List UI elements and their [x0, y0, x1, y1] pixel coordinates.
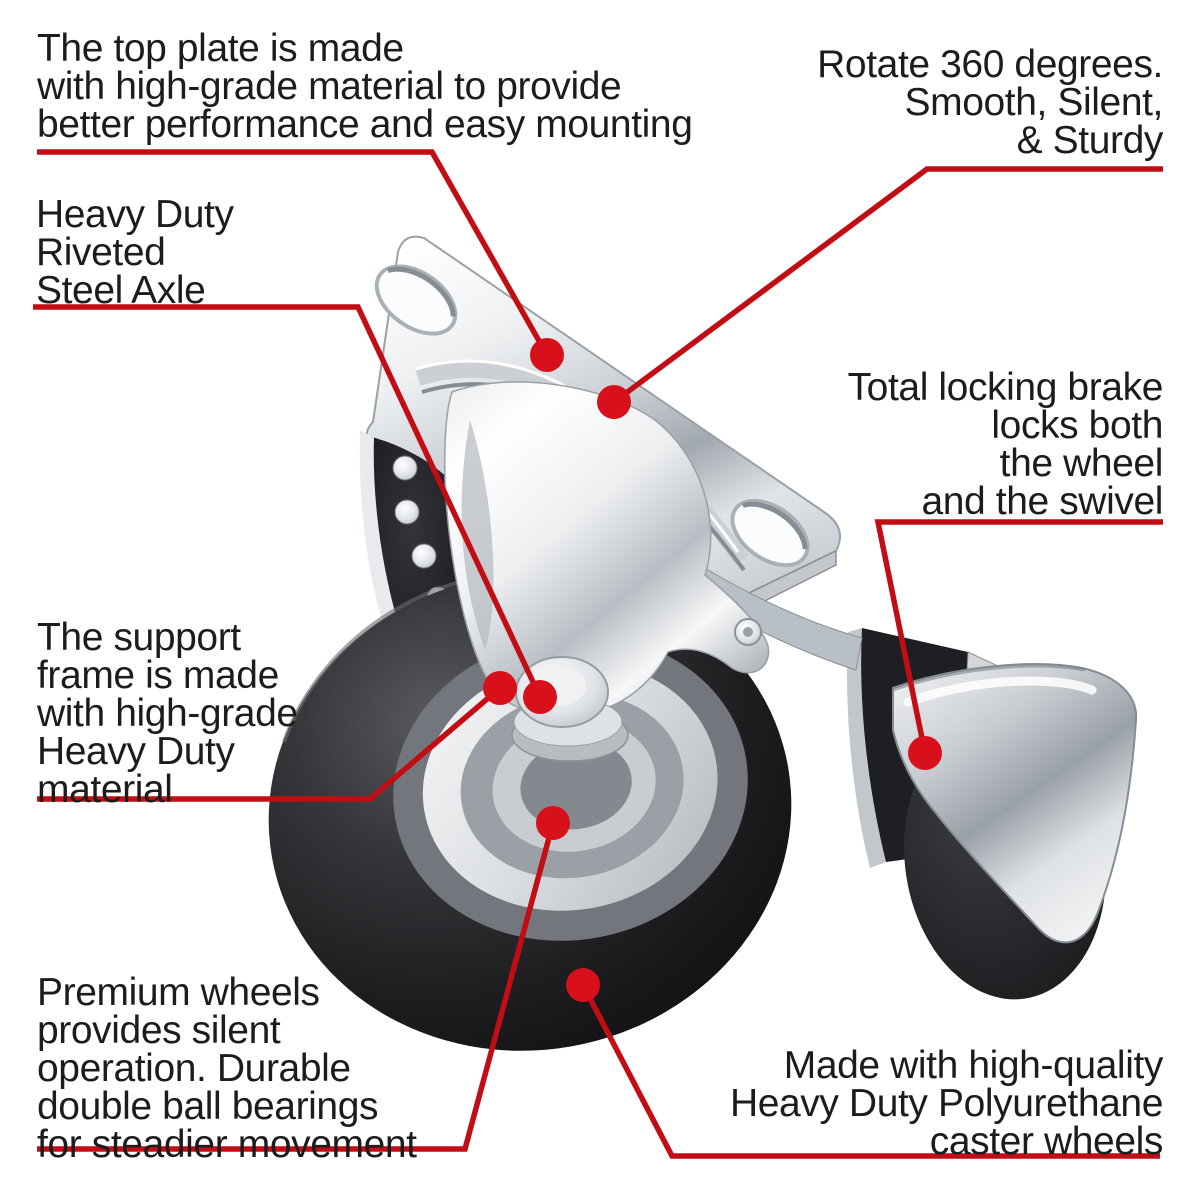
callout-axle: Heavy Duty Riveted Steel Axle — [36, 193, 234, 312]
leader-axle — [33, 304, 543, 699]
brake-linkage-left-edge — [846, 628, 886, 868]
leader-top-plate — [37, 149, 550, 357]
bearing-ball — [411, 543, 437, 569]
dot-top-plate — [530, 338, 564, 372]
callout-support-frame: The support frame is made with high-grad… — [37, 616, 298, 811]
callout-top-plate: The top plate is made with high-grade ma… — [37, 27, 693, 146]
callout-premium-wheels: Premium wheels provides silent operation… — [37, 971, 417, 1166]
dot-brake — [908, 736, 942, 770]
callout-brake: Total locking brake locks both the wheel… — [847, 366, 1164, 523]
leader-wheel-material — [580, 983, 1160, 1159]
leader-rotate — [612, 166, 1163, 405]
dot-rotate — [597, 385, 631, 419]
dot-premium-wheels — [536, 806, 570, 840]
wheel-hub — [393, 635, 748, 941]
brake-pedal-highlight — [903, 676, 1097, 707]
callout-rotate: Rotate 360 degrees. Smooth, Silent, & St… — [817, 43, 1163, 162]
dot-support-frame — [483, 671, 517, 705]
dot-wheel-material — [566, 968, 600, 1002]
leader-support-frame — [37, 685, 502, 802]
bearing-ball — [394, 499, 420, 525]
leader-brake — [874, 519, 1163, 754]
plate-hole-top-left — [374, 264, 458, 336]
fork-screw-center — [743, 627, 753, 637]
plate-hole-right — [730, 498, 810, 568]
callout-dots — [483, 338, 942, 1002]
support-fork — [444, 381, 770, 717]
dot-axle — [523, 680, 557, 714]
fork-shadow-streak — [461, 420, 494, 650]
brake-pedal-shadow — [892, 664, 1086, 692]
callout-lines — [33, 149, 1163, 1159]
leader-premium-wheels — [37, 822, 556, 1152]
bearing-ball — [392, 455, 418, 481]
brake-pedal — [892, 663, 1138, 944]
swivel-cavity-rim — [359, 430, 404, 652]
callout-wheel-material: Made with high-quality Heavy Duty Polyur… — [729, 1044, 1163, 1163]
